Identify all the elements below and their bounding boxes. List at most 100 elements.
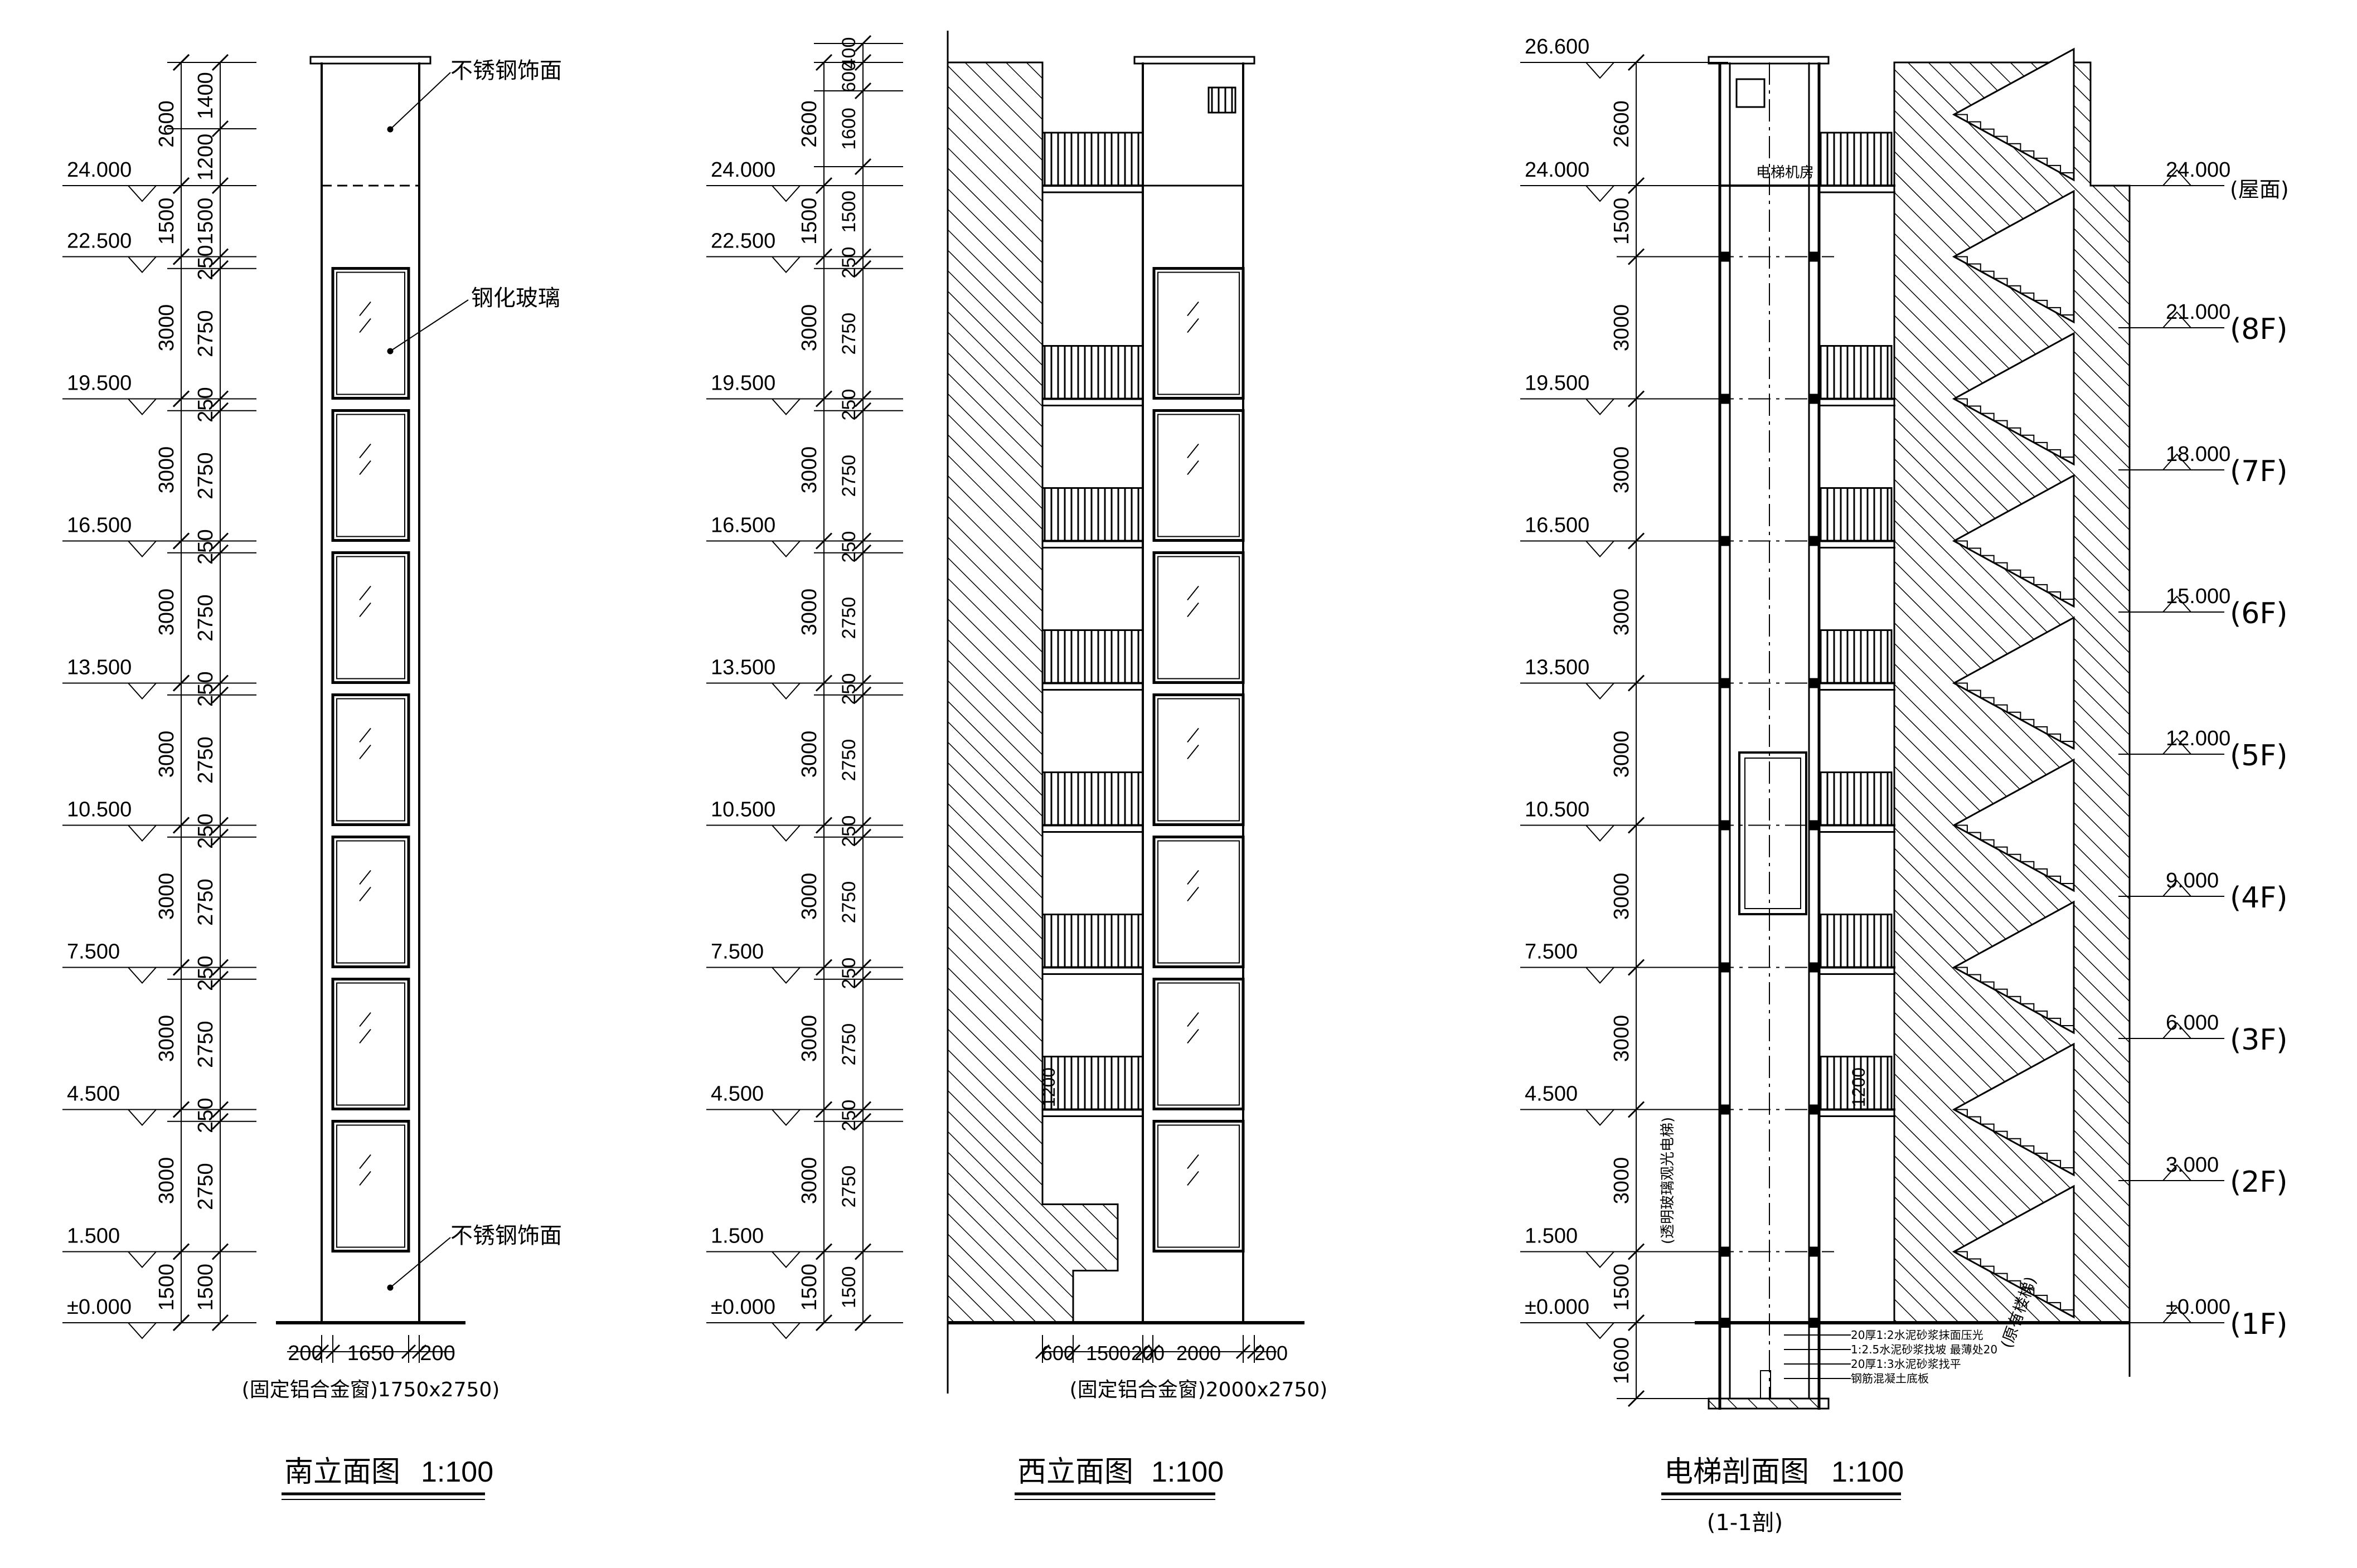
stair-steps <box>1954 114 2074 180</box>
elevation-triangle <box>1584 682 1616 700</box>
stair-void <box>1952 900 2075 1035</box>
dimension-label: 250 <box>838 247 860 279</box>
shaft-beam <box>1808 1104 1820 1115</box>
glass-mark <box>359 1154 371 1169</box>
dimension-label: 250 <box>194 1098 217 1133</box>
elevation-label: 4.500 <box>1525 1082 1578 1106</box>
pit-note: 钢筋混凝土底板 <box>1851 1372 1929 1385</box>
note-stainless-bottom: 不锈钢饰面 <box>450 1223 562 1249</box>
glass-panel <box>1152 978 1245 1110</box>
elevation-triangle <box>1584 1109 1616 1127</box>
elevation-triangle <box>770 185 802 202</box>
glass-mark <box>1187 1012 1199 1027</box>
elevation-label: 22.500 <box>711 230 775 253</box>
elevation-triangle <box>770 1251 802 1269</box>
stair-steps <box>1954 398 2074 464</box>
shaft-beam <box>1719 1104 1730 1115</box>
shaft-beam <box>1719 1246 1730 1257</box>
shaft-beam <box>1808 678 1820 688</box>
elevation-triangle <box>2161 595 2193 613</box>
glass-mark <box>359 870 371 885</box>
stair-steps <box>1954 682 2074 749</box>
elevation-triangle <box>127 1251 158 1269</box>
elevation-triangle <box>770 967 802 984</box>
dimension-label: 1600 <box>1610 1337 1633 1385</box>
glass-panel <box>331 409 410 542</box>
glass-mark <box>359 727 371 743</box>
dimension-label: 2750 <box>194 736 217 784</box>
shaft-beam <box>1808 394 1820 404</box>
elevation-triangle <box>770 682 802 700</box>
dimension-label: 2750 <box>838 1023 860 1066</box>
elevation-label: 7.500 <box>67 940 120 964</box>
glass-panel <box>1152 551 1245 684</box>
floor-tag: (4F) <box>2230 881 2288 915</box>
stair-steps <box>1954 1251 2074 1317</box>
dimension-label: 1500 <box>838 191 860 233</box>
machine-box <box>1735 78 1766 108</box>
window-note: (固定铝合金窗)1750x2750) <box>242 1378 500 1401</box>
elevation-label: 10.500 <box>711 798 775 822</box>
shaft-beam <box>1719 962 1730 973</box>
elevation-label: 24.000 <box>2166 158 2230 182</box>
glass-mark <box>1187 318 1199 333</box>
glass-panel-inner <box>1157 840 1240 964</box>
dimension-label: 600 <box>838 61 860 93</box>
elevation-triangle <box>127 185 158 202</box>
title-west: 西立面图 <box>1017 1455 1133 1489</box>
elevation-triangle <box>770 256 802 274</box>
elevation-label: 19.500 <box>67 372 132 395</box>
leader-dot <box>387 348 394 355</box>
dimension-label: 3000 <box>155 304 178 352</box>
elevation-triangle <box>127 1322 158 1339</box>
dimension-label: 3000 <box>155 1015 178 1062</box>
dimension-label: 250 <box>194 955 217 991</box>
glass-mark <box>1187 585 1199 601</box>
elevation-label: 4.500 <box>67 1082 120 1106</box>
corridor-railing <box>1818 914 1893 968</box>
elevation-label: 9.000 <box>2166 869 2219 892</box>
dimension-label: 3000 <box>155 1157 178 1205</box>
elevation-label: 26.600 <box>1525 35 1589 59</box>
stair-void <box>1952 47 2075 182</box>
window-note: (固定铝合金窗)2000x2750) <box>1070 1378 1328 1401</box>
roof-cap <box>1708 56 1830 65</box>
glass-panel-inner <box>336 556 405 679</box>
glass-mark <box>359 1171 371 1186</box>
elevation-triangle <box>2161 453 2193 470</box>
dimension-label: 3000 <box>798 731 821 778</box>
dimension-label: 1500 <box>1086 1342 1131 1365</box>
shaft-beam <box>1719 820 1730 831</box>
dimension-label: 3000 <box>1610 1015 1633 1062</box>
elevator-car-inner <box>1744 758 1801 909</box>
dimension-label: 250 <box>838 673 860 705</box>
dimension-label: 1500 <box>155 1264 178 1311</box>
dimension-label: 1500 <box>798 197 821 245</box>
shaft-beam <box>1808 251 1820 262</box>
glass-panel <box>331 836 410 968</box>
elevation-label: 1.500 <box>711 1225 764 1248</box>
elevation-label: 21.000 <box>2166 300 2230 324</box>
elevation-triangle <box>770 540 802 558</box>
vent-louver <box>1207 86 1236 114</box>
dimension-label: 2750 <box>838 313 860 355</box>
floor-tag: (7F) <box>2230 455 2288 488</box>
stair-steps <box>1954 824 2074 891</box>
stair-void <box>1952 758 2075 892</box>
dimension-label: 2750 <box>838 881 860 924</box>
dimension-label: 3000 <box>155 873 178 920</box>
elevation-triangle <box>127 824 158 842</box>
elevation-label: 7.500 <box>1525 940 1578 964</box>
elevation-triangle <box>1584 1322 1616 1339</box>
stair-steps <box>1954 967 2074 1033</box>
elevation-triangle <box>1584 824 1616 842</box>
glass-mark <box>359 443 371 459</box>
floor-tag: (6F) <box>2230 597 2288 630</box>
glass-mark <box>359 1012 371 1027</box>
glass-mark <box>1187 443 1199 459</box>
dimension-label: 2750 <box>838 597 860 639</box>
shaft-beam <box>1808 820 1820 831</box>
dimension-label: 200 <box>1254 1342 1288 1365</box>
elevation-triangle <box>2161 311 2193 328</box>
